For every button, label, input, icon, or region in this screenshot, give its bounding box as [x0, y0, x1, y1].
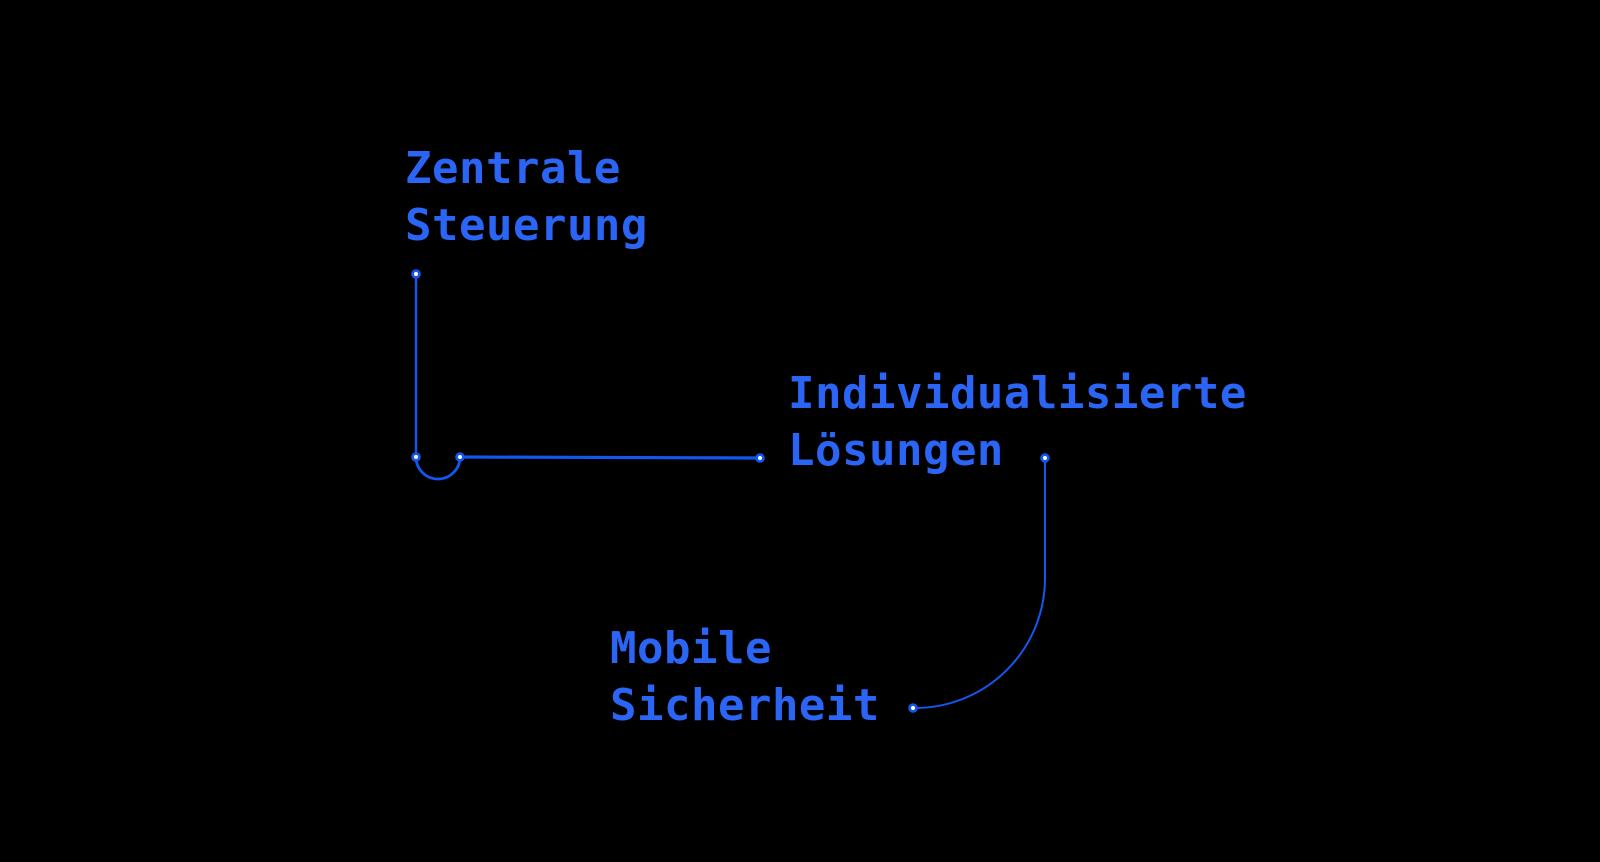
label-line: Zentrale	[405, 143, 621, 194]
label-line: Individualisierte	[788, 368, 1247, 419]
connector-horizontal-line	[458, 455, 762, 460]
node-dot-loop-right	[455, 452, 465, 462]
label-line: Sicherheit	[610, 680, 880, 731]
label-line: Steuerung	[405, 200, 648, 251]
label-line: Lösungen	[788, 425, 1004, 476]
node-dot-zentrale-top	[411, 269, 421, 279]
node-dot-loesungen-left	[755, 453, 765, 463]
label-mobile-sicherheit: Mobile Sicherheit	[610, 620, 880, 734]
connector-loop-arc	[414, 455, 462, 481]
label-zentrale-steuerung: Zentrale Steuerung	[405, 140, 648, 254]
node-dot-loesungen-right	[1040, 453, 1050, 463]
label-individualisierte-loesungen: Individualisierte Lösungen	[788, 365, 1247, 479]
node-dot-loop-left	[411, 452, 421, 462]
connector-loesungen-to-mobile-curve	[912, 457, 1046, 709]
label-line: Mobile	[610, 623, 772, 674]
node-dot-sicherheit	[908, 703, 918, 713]
